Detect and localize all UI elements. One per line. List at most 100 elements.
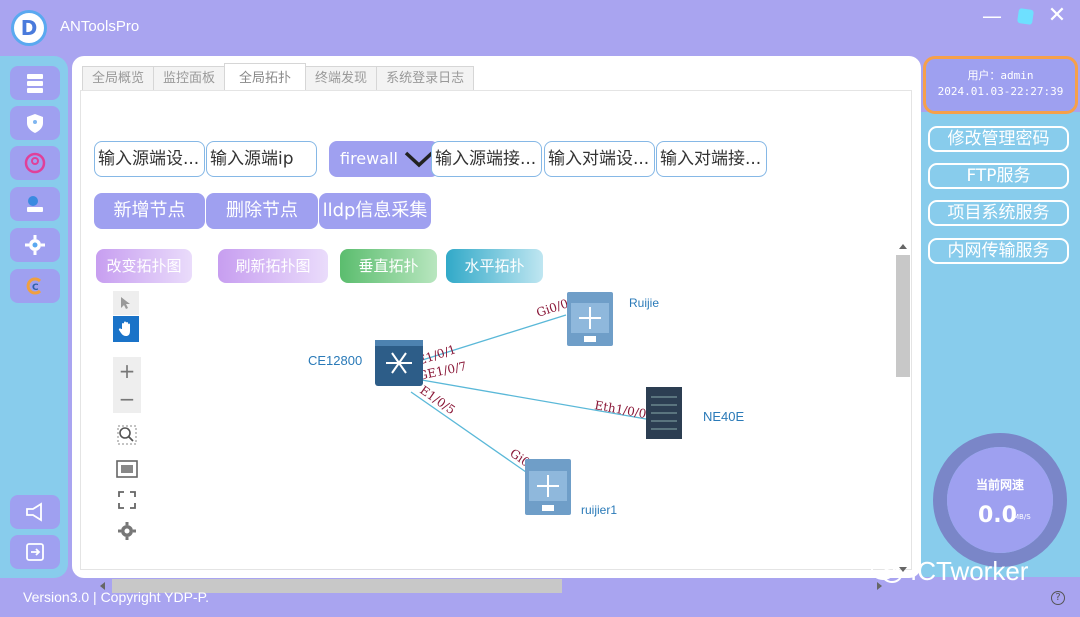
zoom-out-button[interactable]: − xyxy=(118,387,136,411)
horizontal-topology-button[interactable]: 水平拓扑 xyxy=(446,249,543,283)
zoom-in-button[interactable]: + xyxy=(118,359,136,383)
user-card: 用户：admin 2024.01.03-22:27:39 xyxy=(923,56,1078,114)
dst-interface-input[interactable]: 输入对端接... xyxy=(656,141,767,177)
app-title: ANToolsPro xyxy=(60,18,140,35)
node-ruijie[interactable]: Ruijie xyxy=(567,292,659,346)
node-label: Ruijie xyxy=(629,296,659,310)
watermark: ICTworker xyxy=(870,556,1028,587)
change-topology-button[interactable]: 改变拓扑图 xyxy=(96,249,192,283)
topology-canvas[interactable]: E1/0/1 Gi0/0 GE1/0/7 Eth1/0/0 E1/0/5 Gi0… xyxy=(106,237,918,577)
scroll-down-icon xyxy=(899,567,907,572)
link-ce-ruijie[interactable] xyxy=(415,314,567,363)
maximize-icon xyxy=(1016,8,1034,25)
watermark-text: ICTworker xyxy=(910,556,1029,586)
app-logo: D xyxy=(11,10,47,46)
speed-gauge xyxy=(933,433,1067,567)
link-ce-ne40e[interactable] xyxy=(415,378,647,420)
device-type-select[interactable]: firewall xyxy=(329,141,439,177)
fit-view-tool[interactable] xyxy=(113,455,141,483)
zoom-controls: + − xyxy=(113,357,141,413)
delete-node-button[interactable]: 删除节点 xyxy=(206,193,318,229)
pan-tool[interactable] xyxy=(113,316,139,342)
node-ne40e[interactable]: NE40E xyxy=(646,387,745,439)
gear-icon xyxy=(118,522,136,540)
user-circle-icon xyxy=(24,152,46,174)
ftp-service-button[interactable]: FTP服务 xyxy=(928,163,1069,189)
sidebar-item-server[interactable] xyxy=(10,66,60,100)
src-device-input[interactable]: 输入源端设... xyxy=(94,141,205,177)
hand-icon xyxy=(118,321,130,336)
username: 用户：admin xyxy=(967,69,1034,82)
megaphone-icon xyxy=(26,502,42,522)
tab-terminal-discovery[interactable]: 终端发现 xyxy=(305,66,378,90)
minimize-button[interactable]: — xyxy=(982,4,1002,28)
dst-device-input[interactable]: 输入对端设... xyxy=(544,141,655,177)
sidebar-item-security[interactable] xyxy=(10,106,60,140)
sidebar-item-network[interactable] xyxy=(10,187,60,221)
sidebar: C xyxy=(0,56,68,578)
network-icon xyxy=(27,196,43,212)
gear-icon xyxy=(25,235,45,255)
sidebar-item-user[interactable] xyxy=(10,146,60,180)
zoom-region-tool[interactable] xyxy=(113,421,141,449)
speed-label: 当前网速 xyxy=(975,478,1024,492)
tab-overview[interactable]: 全局概览 xyxy=(82,66,155,90)
intranet-transfer-button[interactable]: 内网传输服务 xyxy=(928,238,1069,264)
login-time: 2024.01.03-22:27:39 xyxy=(937,85,1064,98)
logout-icon xyxy=(26,543,44,561)
sidebar-item-logout[interactable] xyxy=(10,535,60,569)
link-ce-ruijier1[interactable] xyxy=(410,391,537,480)
speed-value: 0.0 xyxy=(978,503,1017,528)
port-label: Eth1/0/0 xyxy=(593,398,647,421)
help-icon[interactable]: ? xyxy=(1051,591,1065,605)
c-logo-icon: C xyxy=(26,277,42,295)
node-label: NE40E xyxy=(703,409,745,424)
scroll-left-icon xyxy=(100,582,105,590)
project-system-button[interactable]: 项目系统服务 xyxy=(928,200,1069,226)
vertical-topology-button[interactable]: 垂直拓扑 xyxy=(340,249,437,283)
maximize-button[interactable] xyxy=(1013,4,1037,28)
wechat-icon xyxy=(871,559,902,583)
horizontal-scroll-thumb[interactable] xyxy=(112,579,562,593)
scroll-up-icon xyxy=(899,244,907,249)
src-interface-input[interactable]: 输入源端接... xyxy=(431,141,542,177)
node-ce12800[interactable]: CE12800 xyxy=(308,340,423,386)
scroll-right-icon xyxy=(877,582,882,590)
tab-bar: 全局概览 监控面板 全局拓扑 终端发现 系统登录日志 xyxy=(82,63,475,90)
horizontal-scrollbar[interactable] xyxy=(95,577,913,595)
server-icon xyxy=(27,74,43,93)
change-password-button[interactable]: 修改管理密码 xyxy=(928,126,1069,152)
zoom-region-icon xyxy=(117,425,137,445)
version-text: Version3.0 | Copyright YDP-P. xyxy=(23,589,209,605)
topology-frame: 输入源端设... 输入源端ip firewall 输入源端接... 输入对端设.… xyxy=(80,90,912,593)
lldp-collect-button[interactable]: lldp信息采集 xyxy=(319,193,431,229)
sidebar-item-announce[interactable] xyxy=(10,495,60,529)
speed-unit: MB/S xyxy=(1013,513,1031,521)
src-ip-input[interactable]: 输入源端ip xyxy=(206,141,317,177)
tab-monitor[interactable]: 监控面板 xyxy=(153,66,226,90)
fullscreen-tool[interactable] xyxy=(113,486,141,514)
node-label: ruijier1 xyxy=(581,503,617,517)
refresh-topology-button[interactable]: 刷新拓扑图 xyxy=(218,249,328,283)
vertical-scroll-thumb[interactable] xyxy=(896,255,910,377)
vertical-scrollbar[interactable] xyxy=(894,237,912,577)
pointer-icon xyxy=(121,297,130,309)
graph-settings-tool[interactable] xyxy=(113,517,141,545)
add-node-button[interactable]: 新增节点 xyxy=(94,193,205,229)
tab-topology[interactable]: 全局拓扑 xyxy=(224,63,307,90)
chevron-down-icon xyxy=(404,151,434,168)
tab-login-log[interactable]: 系统登录日志 xyxy=(376,66,475,90)
close-button[interactable]: ✕ xyxy=(1047,3,1067,28)
node-ruijier1[interactable]: ruijier1 xyxy=(525,459,617,517)
sidebar-item-c[interactable]: C xyxy=(10,269,60,303)
node-label: CE12800 xyxy=(308,353,362,368)
main-panel: 全局概览 监控面板 全局拓扑 终端发现 系统登录日志 输入源端设... 输入源端… xyxy=(72,56,921,593)
select-tool[interactable] xyxy=(113,291,139,315)
fit-view-icon xyxy=(116,460,138,478)
svg-text:C: C xyxy=(32,283,39,293)
port-label: Gi0/0 xyxy=(535,296,570,319)
device-type-value: firewall xyxy=(340,149,398,168)
sidebar-item-settings[interactable] xyxy=(10,228,60,262)
shield-icon xyxy=(27,114,43,133)
expand-icon xyxy=(118,491,136,509)
